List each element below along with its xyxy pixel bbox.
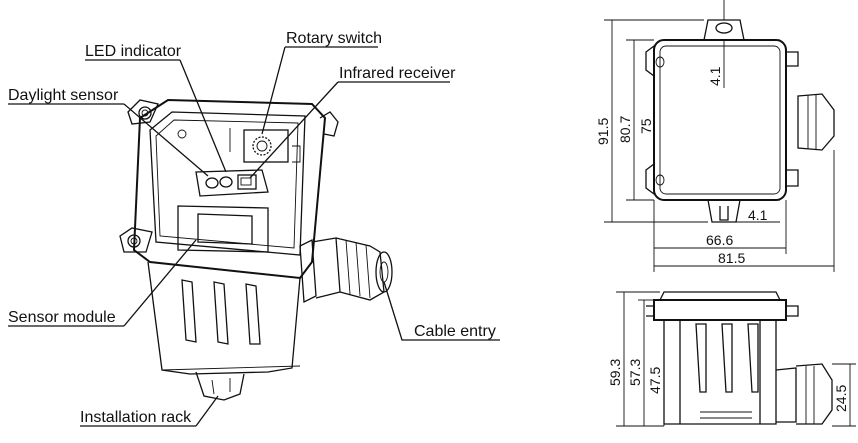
label-daylight-sensor: Daylight sensor: [8, 87, 119, 104]
dim-tab-top: 4.1: [707, 66, 723, 86]
dim-height-overall-top: 91.5: [595, 118, 611, 145]
dim-width-body: 66.6: [706, 232, 733, 248]
side-view-drawing: [646, 291, 833, 425]
dim-tab-bottom: 4.1: [748, 207, 768, 223]
top-view-drawing: [645, 19, 835, 223]
label-installation-rack: Installation rack: [80, 409, 192, 426]
dim-width-overall: 81.5: [718, 250, 745, 266]
label-led-indicator: LED indicator: [85, 43, 182, 60]
label-cable-entry: Cable entry: [414, 323, 496, 340]
callout-lines: [8, 46, 500, 427]
dim-gland-height-side: 24.5: [833, 385, 849, 412]
isometric-device: [119, 98, 393, 401]
dim-height-body-top: 80.7: [617, 116, 633, 143]
label-sensor-module: Sensor module: [8, 309, 116, 326]
top-view-dimension-lines: [604, 0, 835, 272]
dim-height-inner-side: 47.5: [647, 367, 663, 394]
dim-height-overall-side: 59.3: [607, 359, 623, 386]
dim-height-body-side: 57.3: [627, 359, 643, 386]
side-view-dimension-lines: [616, 291, 856, 427]
label-infrared-receiver: Infrared receiver: [339, 65, 456, 82]
dim-height-inner-top: 75: [638, 118, 654, 134]
label-rotary-switch: Rotary switch: [286, 30, 382, 47]
